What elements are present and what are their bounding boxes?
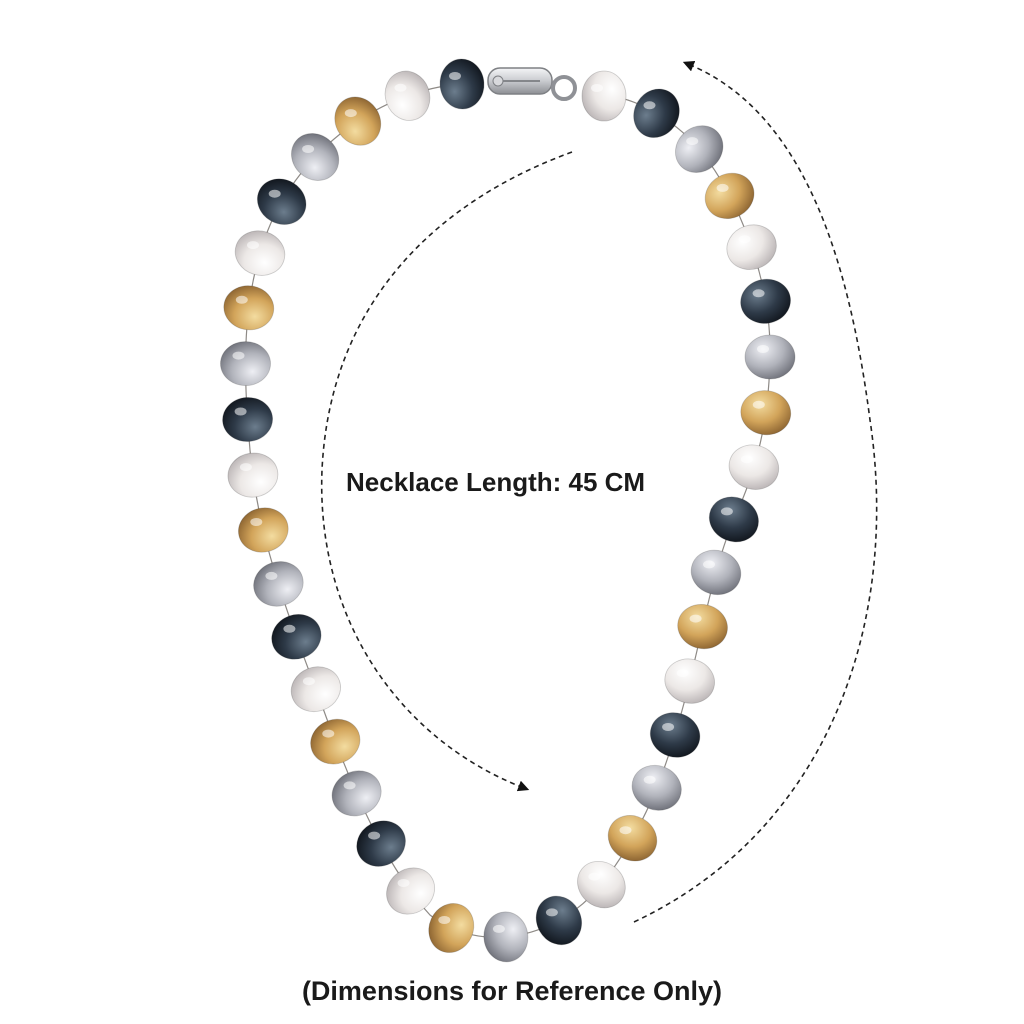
pearl-highlight bbox=[344, 109, 357, 118]
pearl-silver bbox=[631, 764, 682, 811]
pearl-highlight bbox=[545, 908, 558, 917]
necklace-length-label: Necklace Length: 45 CM bbox=[346, 467, 646, 497]
pearl-silver bbox=[483, 911, 529, 963]
pearl-highlight bbox=[250, 518, 263, 526]
pearl-dark bbox=[633, 88, 680, 138]
pearl-gold bbox=[428, 903, 475, 953]
pearl-white bbox=[234, 230, 286, 276]
pearl-silver bbox=[690, 549, 742, 596]
pearl-highlight bbox=[738, 235, 751, 244]
pearl-dark bbox=[708, 496, 759, 543]
pearl-dark bbox=[271, 614, 322, 660]
pearl-white bbox=[664, 658, 715, 704]
pearl-gold bbox=[677, 604, 728, 650]
pearl-highlight bbox=[239, 463, 252, 472]
pearl-gold bbox=[704, 172, 755, 219]
pearl-white bbox=[386, 867, 436, 915]
pearl-highlight bbox=[268, 189, 281, 198]
pearl-silver bbox=[744, 334, 796, 380]
pearl-highlight bbox=[449, 72, 461, 80]
pearl-dark bbox=[649, 712, 701, 758]
lobster-clasp-icon bbox=[487, 67, 577, 101]
pearl-dark bbox=[356, 820, 406, 867]
pearl-highlight bbox=[689, 614, 702, 623]
pearl-highlight bbox=[740, 455, 753, 464]
pearl-white bbox=[728, 444, 780, 490]
pearl-highlight bbox=[234, 407, 247, 416]
pearl-highlight bbox=[322, 729, 335, 738]
pearl-gold bbox=[740, 390, 792, 436]
pearl-dark bbox=[257, 178, 307, 225]
pearl-white bbox=[577, 860, 626, 909]
pearl-gold bbox=[223, 285, 275, 331]
pearl-highlight bbox=[368, 831, 381, 840]
pearl-silver bbox=[220, 341, 271, 387]
pearl-highlight bbox=[302, 677, 315, 686]
pearl-highlight bbox=[235, 295, 248, 304]
pearl-dark bbox=[439, 58, 485, 110]
pearl-highlight bbox=[676, 669, 689, 678]
pearl-gold bbox=[334, 96, 382, 146]
pearl-highlight bbox=[247, 241, 259, 250]
pearl-highlight bbox=[397, 879, 410, 887]
pearl-highlight bbox=[716, 183, 729, 192]
pearl-highlight bbox=[720, 507, 733, 516]
pearl-strand bbox=[220, 58, 796, 963]
pearl-highlight bbox=[643, 775, 656, 784]
pearl-dark bbox=[740, 278, 791, 324]
pearl-white bbox=[227, 452, 279, 498]
pearl-highlight bbox=[619, 826, 632, 835]
pearl-silver bbox=[291, 133, 340, 181]
pearl-gold bbox=[310, 718, 361, 765]
pearl-highlight bbox=[662, 723, 675, 731]
pearl-silver bbox=[675, 125, 724, 173]
pearl-gold bbox=[238, 507, 289, 553]
pearl-highlight bbox=[492, 924, 505, 933]
pearl-highlight bbox=[703, 560, 715, 569]
outer-measure-arrow bbox=[633, 60, 878, 923]
pearl-highlight bbox=[752, 400, 765, 409]
pearl-white bbox=[384, 70, 431, 121]
pearl-highlight bbox=[232, 351, 245, 360]
pearl-highlight bbox=[343, 781, 356, 790]
pearl-highlight bbox=[686, 137, 699, 146]
inner-measure-arrow bbox=[320, 151, 573, 792]
pearl-highlight bbox=[394, 83, 407, 92]
pearl-gold bbox=[607, 815, 658, 862]
pearl-dark bbox=[222, 397, 273, 442]
pearl-white bbox=[581, 70, 627, 122]
pearl-highlight bbox=[283, 624, 296, 633]
necklace-string bbox=[244, 83, 771, 938]
pearl-highlight bbox=[302, 145, 315, 153]
pearl-white bbox=[290, 666, 341, 712]
pearl-highlight bbox=[438, 916, 451, 924]
pearl-highlight bbox=[752, 289, 765, 298]
pearl-highlight bbox=[588, 872, 601, 881]
pearl-highlight bbox=[643, 101, 656, 110]
pearl-white bbox=[726, 224, 777, 270]
pearl-highlight bbox=[591, 84, 603, 92]
pearl-highlight bbox=[757, 345, 769, 353]
dimensions-disclaimer: (Dimensions for Reference Only) bbox=[301, 976, 723, 1006]
pearl-dark bbox=[535, 895, 583, 946]
pearl-silver bbox=[331, 770, 382, 817]
pearl-highlight bbox=[265, 571, 278, 580]
pearl-silver bbox=[253, 561, 304, 607]
